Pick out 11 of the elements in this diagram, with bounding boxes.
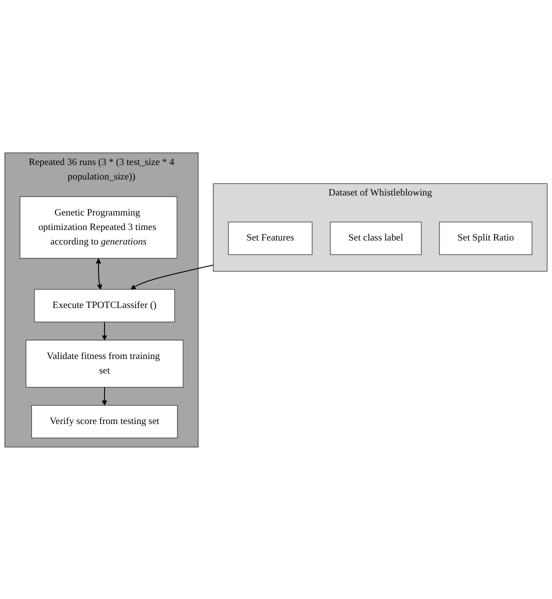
arrow: [102, 386, 108, 406]
node-box: Genetic Programming optimization Repeated 3 times according to generations: [20, 196, 178, 258]
arrow: [130, 264, 214, 290]
arrow: [96, 258, 102, 290]
node-box: Set Split Ratio: [439, 221, 532, 254]
node-box: Execute TPOTCLassifer (): [34, 288, 175, 322]
node-box: Set class label: [330, 221, 422, 254]
arrow: [102, 321, 108, 340]
node-box: Verify score from testing set: [31, 404, 178, 438]
node-box: Set Features: [228, 221, 312, 254]
node-box: Validate fitness from training set: [26, 339, 184, 388]
